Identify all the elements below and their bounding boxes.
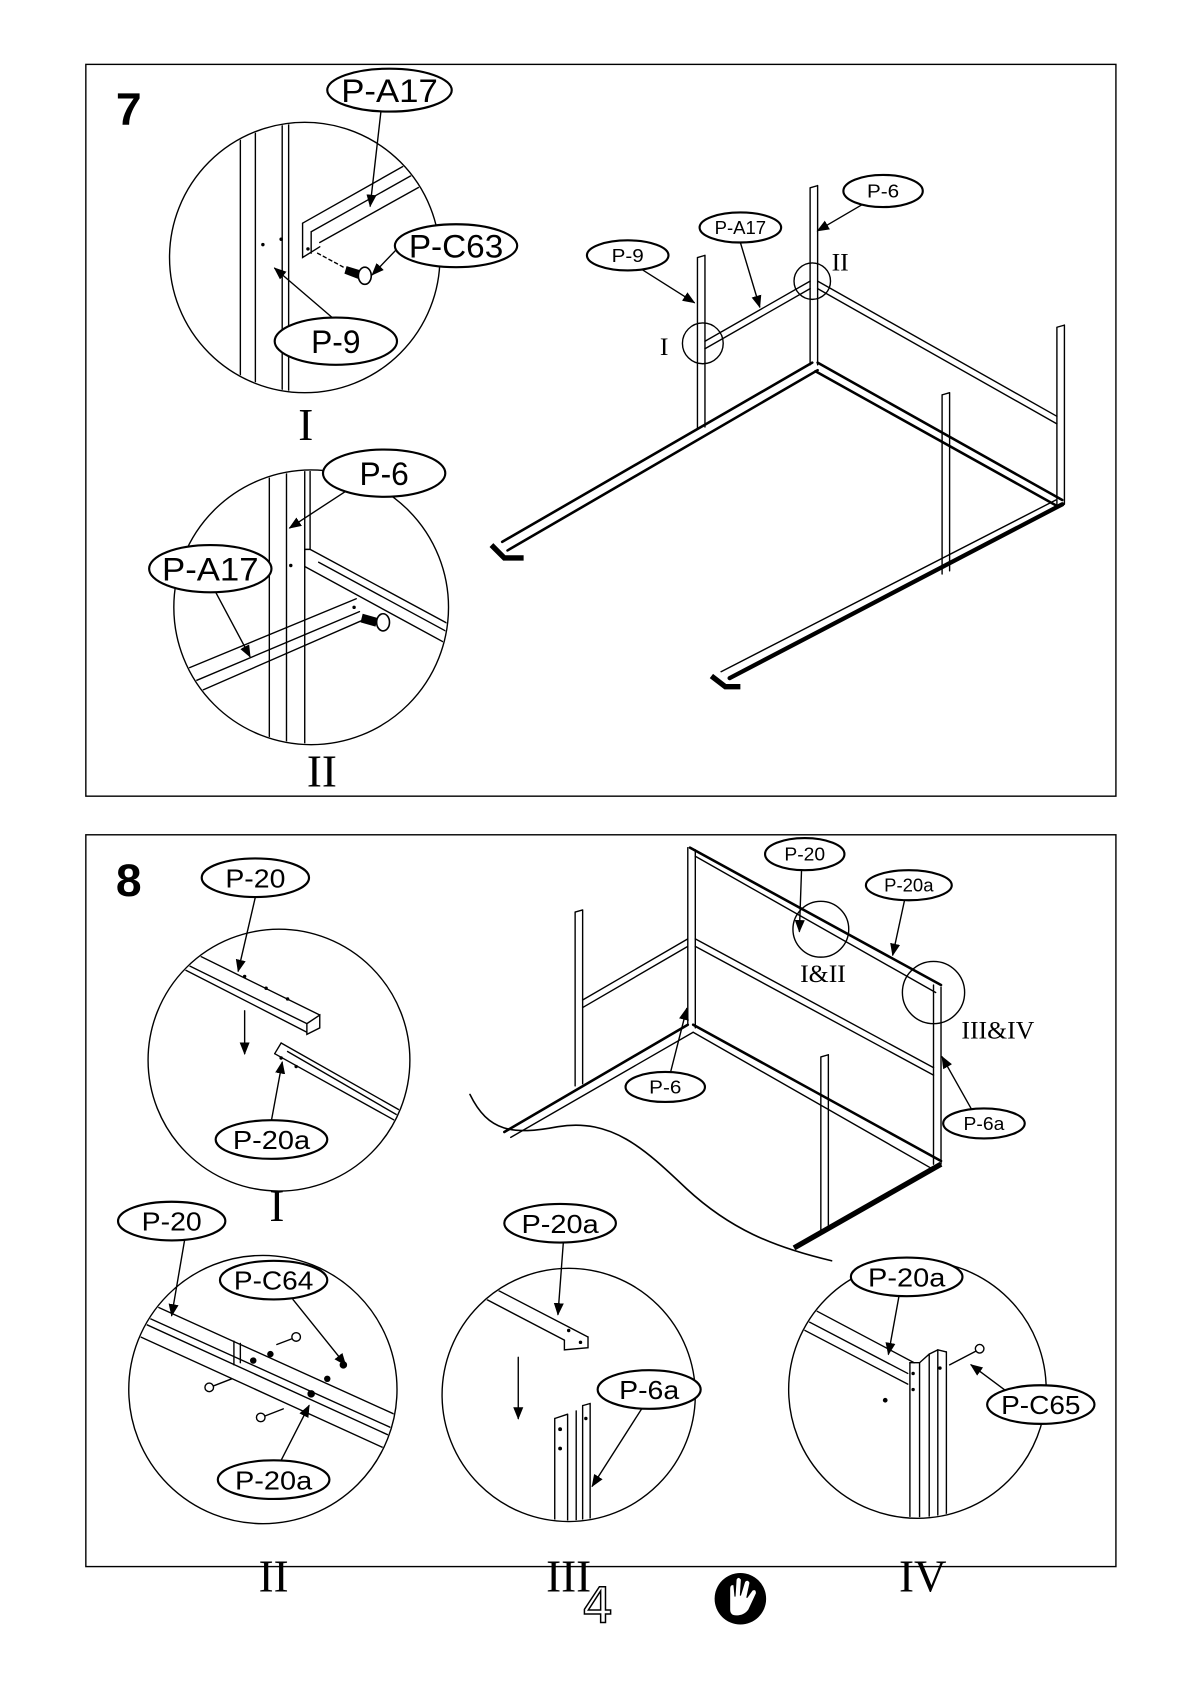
callout-label: III&IV bbox=[961, 1016, 1034, 1045]
svg-text:P-20: P-20 bbox=[225, 865, 285, 893]
part-label-p-20: P-20 bbox=[118, 1202, 225, 1241]
part-label-p-9: P-9 bbox=[275, 318, 397, 365]
svg-text:P-C63: P-C63 bbox=[409, 229, 503, 265]
gloves-icon bbox=[715, 1573, 767, 1625]
svg-text:P-6: P-6 bbox=[649, 1076, 681, 1097]
part-label-p-20a: P-20a bbox=[866, 870, 952, 900]
svg-text:P-20a: P-20a bbox=[233, 1127, 311, 1155]
step8-detail-3: P-20a P-6a III bbox=[442, 1204, 701, 1601]
part-label-p-6: P-6 bbox=[843, 175, 922, 207]
part-label-p-c65: P-C65 bbox=[987, 1385, 1094, 1424]
part-label-p-a17: P-A17 bbox=[149, 545, 271, 592]
callout-circle bbox=[682, 323, 723, 364]
part-label-p-9: P-9 bbox=[587, 240, 669, 270]
part-label-p-20a: P-20a bbox=[218, 1460, 330, 1499]
page-number: 4 bbox=[582, 1576, 613, 1634]
svg-text:P-20a: P-20a bbox=[521, 1211, 599, 1239]
svg-text:P-20a: P-20a bbox=[235, 1467, 313, 1495]
step7-panel: 7 bbox=[86, 64, 1116, 796]
callout-label: I bbox=[660, 332, 669, 361]
svg-text:P-A17: P-A17 bbox=[162, 551, 259, 587]
step7-number: 7 bbox=[116, 83, 142, 134]
callout-circle bbox=[794, 263, 830, 299]
step8-detail-2: P-20 P-C64 P-20a II bbox=[118, 1202, 399, 1601]
svg-text:P-20a: P-20a bbox=[868, 1265, 946, 1293]
part-label-p-20a: P-20a bbox=[216, 1120, 328, 1159]
svg-text:P-6: P-6 bbox=[867, 180, 899, 201]
svg-text:P-C64: P-C64 bbox=[234, 1268, 313, 1296]
step8-panel: 8 bbox=[86, 835, 1116, 1601]
part-label-p-6a: P-6a bbox=[943, 1108, 1025, 1138]
detail-caption: IV bbox=[899, 1551, 947, 1601]
detail-caption: I bbox=[298, 400, 313, 450]
part-label-p-a17: P-A17 bbox=[700, 212, 782, 242]
detail-circle bbox=[174, 470, 449, 745]
svg-text:P-20: P-20 bbox=[784, 844, 825, 865]
svg-text:P-6a: P-6a bbox=[619, 1377, 680, 1405]
part-label-p-20a: P-20a bbox=[851, 1258, 963, 1297]
part-label-p-c63: P-C63 bbox=[395, 224, 517, 267]
detail-caption: II bbox=[307, 747, 337, 797]
svg-text:P-C65: P-C65 bbox=[1001, 1392, 1080, 1420]
part-label-p-20: P-20 bbox=[765, 838, 844, 870]
svg-text:P-6: P-6 bbox=[359, 456, 408, 492]
svg-text:P-20: P-20 bbox=[142, 1209, 202, 1237]
part-label-p-20a: P-20a bbox=[504, 1204, 616, 1243]
svg-text:P-20a: P-20a bbox=[884, 875, 934, 896]
part-label-p-6a: P-6a bbox=[598, 1370, 701, 1409]
detail-caption: I bbox=[269, 1181, 284, 1231]
svg-text:P-9: P-9 bbox=[311, 324, 360, 360]
step8-detail-1: P-20 P-20a I bbox=[148, 858, 410, 1231]
part-label-p-6: P-6 bbox=[323, 450, 445, 497]
part-label-p-6: P-6 bbox=[626, 1072, 705, 1102]
svg-text:P-9: P-9 bbox=[612, 245, 644, 266]
step8-number: 8 bbox=[116, 855, 142, 906]
callout-label: II bbox=[832, 247, 849, 276]
bolt-icon bbox=[975, 1344, 984, 1353]
svg-text:P-6a: P-6a bbox=[964, 1113, 1006, 1134]
part-label-p-20: P-20 bbox=[202, 858, 309, 897]
callout-label: I&II bbox=[800, 959, 846, 988]
svg-text:P-A17: P-A17 bbox=[341, 73, 438, 109]
step7-detail-2: P-6 P-A17 II bbox=[149, 450, 461, 797]
step8-frame-assembly: I&II III&IV P-20 P-20a P-6 bbox=[470, 838, 1035, 1261]
step8-detail-4: P-20a P-C65 IV bbox=[789, 1258, 1095, 1602]
part-label-p-a17: P-A17 bbox=[327, 69, 451, 112]
part-label-p-c64: P-C64 bbox=[220, 1261, 327, 1300]
svg-text:P-A17: P-A17 bbox=[715, 217, 767, 238]
step7-frame-assembly: II I P-6 P-A17 P-9 bbox=[491, 175, 1064, 687]
footer: 4 bbox=[582, 1573, 766, 1634]
step7-detail-1: P-A17 P-C63 P-9 I bbox=[170, 69, 518, 450]
detail-caption: II bbox=[259, 1551, 289, 1601]
